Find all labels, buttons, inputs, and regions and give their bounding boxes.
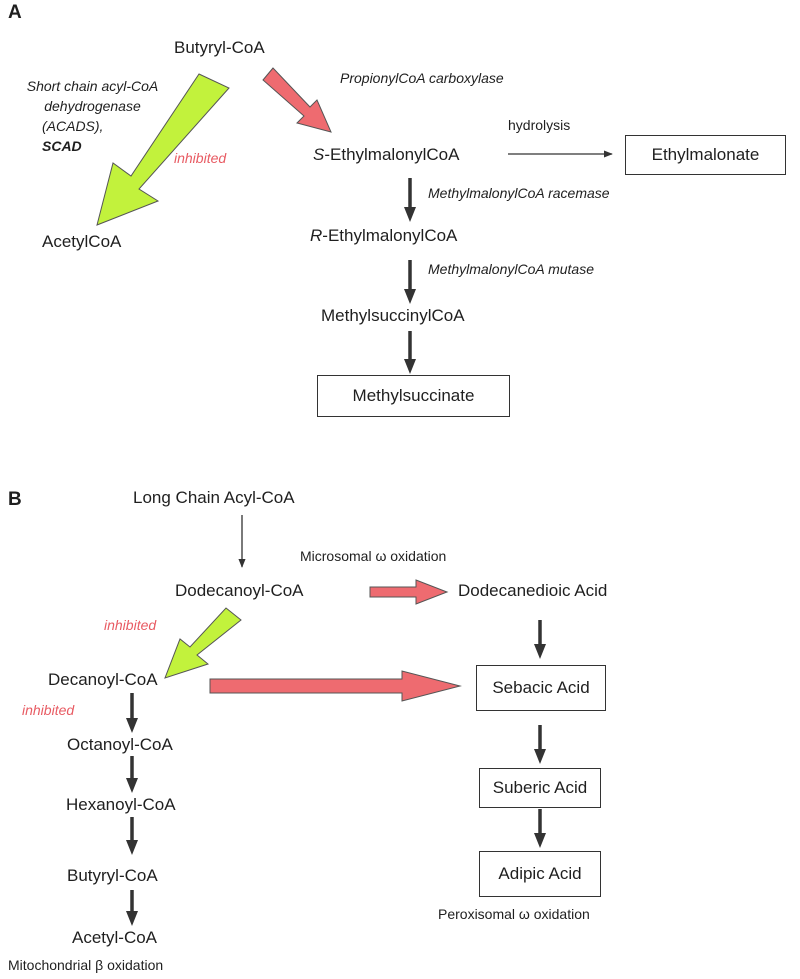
- r-prefix: R: [310, 226, 323, 245]
- box-ethylmalonate: Ethylmalonate: [625, 135, 786, 175]
- inhibited-label-b1: inhibited: [104, 617, 157, 633]
- s-ethylmalonyl-text: -EthylmalonylCoA: [324, 145, 460, 164]
- node-butyryl-coa: Butyryl-CoA: [174, 38, 265, 57]
- node-butyryl-coa-b: Butyryl-CoA: [67, 866, 158, 885]
- arrowhead-dodecanedioic-to-sebacic: [534, 644, 546, 659]
- panel-a-label: A: [8, 2, 22, 23]
- box-sebacic-acid: Sebacic Acid: [476, 665, 606, 711]
- inhibited-label-b2: inhibited: [22, 702, 75, 718]
- acads-line-1: Short chain acyl-CoA: [26, 78, 159, 94]
- acads-line-2: dehydrogenase: [44, 98, 141, 114]
- arrowhead-methylsuccinyl-to-methylsuccinate: [404, 359, 416, 374]
- arrowhead-butyryl-to-acetyl: [126, 911, 138, 926]
- node-methylsuccinylcoa: MethylsuccinylCoA: [321, 306, 465, 325]
- acads-line-3: (ACADS),: [42, 118, 104, 134]
- node-long-chain-acyl-coa: Long Chain Acyl-CoA: [133, 488, 295, 507]
- mitochondrial-label: Mitochondrial β oxidation: [8, 957, 164, 973]
- scad-label: SCAD: [42, 138, 82, 154]
- red-arrow-decanoyl-sebacic: [209, 670, 462, 702]
- mutase-label: MethylmalonylCoA mutase: [428, 261, 594, 277]
- s-prefix: S: [313, 145, 325, 164]
- peroxisomal-label: Peroxisomal ω oxidation: [438, 906, 590, 922]
- arrowhead-s-to-r: [404, 207, 416, 222]
- arrowhead-r-to-methylsuccinyl: [404, 289, 416, 304]
- node-r-ethylmalonylcoa: R-EthylmalonylCoA: [310, 226, 457, 246]
- box-adipic-acid: Adipic Acid: [479, 851, 601, 897]
- arrowhead-hexanoyl-to-butyryl: [126, 840, 138, 855]
- red-arrow-propionyl: [262, 67, 332, 133]
- node-dodecanoyl-coa: Dodecanoyl-CoA: [175, 581, 304, 600]
- acads-label: Short chain acyl-CoA dehydrogenase (ACAD…: [10, 76, 175, 156]
- arrowhead-sebacic-to-suberic: [534, 749, 546, 764]
- panel-b-label: B: [8, 489, 22, 510]
- green-arrow-inhibited: [164, 607, 242, 679]
- node-octanoyl-coa: Octanoyl-CoA: [67, 735, 173, 754]
- arrowhead-decanoyl-to-octanoyl: [126, 718, 138, 733]
- r-ethylmalonyl-text: -EthylmalonylCoA: [322, 226, 458, 245]
- hydrolysis-label: hydrolysis: [508, 117, 571, 133]
- red-arrow-microsomal: [369, 579, 449, 605]
- node-decanoyl-coa: Decanoyl-CoA: [48, 670, 158, 689]
- inhibited-label-a: inhibited: [174, 150, 227, 166]
- arrowhead-suberic-to-adipic: [534, 833, 546, 848]
- node-acetyl-coa-b: Acetyl-CoA: [72, 928, 158, 947]
- node-dodecanedioic-acid: Dodecanedioic Acid: [458, 581, 608, 600]
- box-suberic-acid: Suberic Acid: [479, 768, 601, 808]
- node-s-ethylmalonylcoa: S-EthylmalonylCoA: [313, 145, 459, 165]
- racemase-label: MethylmalonylCoA racemase: [428, 185, 610, 201]
- green-arrow-scad: [96, 73, 230, 226]
- node-acetylcoa: AcetylCoA: [42, 232, 122, 251]
- microsomal-label: Microsomal ω oxidation: [300, 548, 447, 564]
- propionyl-carboxylase-label: PropionylCoA carboxylase: [340, 70, 504, 86]
- node-hexanoyl-coa: Hexanoyl-CoA: [66, 795, 176, 814]
- box-methylsuccinate: Methylsuccinate: [317, 375, 510, 417]
- arrowhead-octanoyl-to-hexanoyl: [126, 778, 138, 793]
